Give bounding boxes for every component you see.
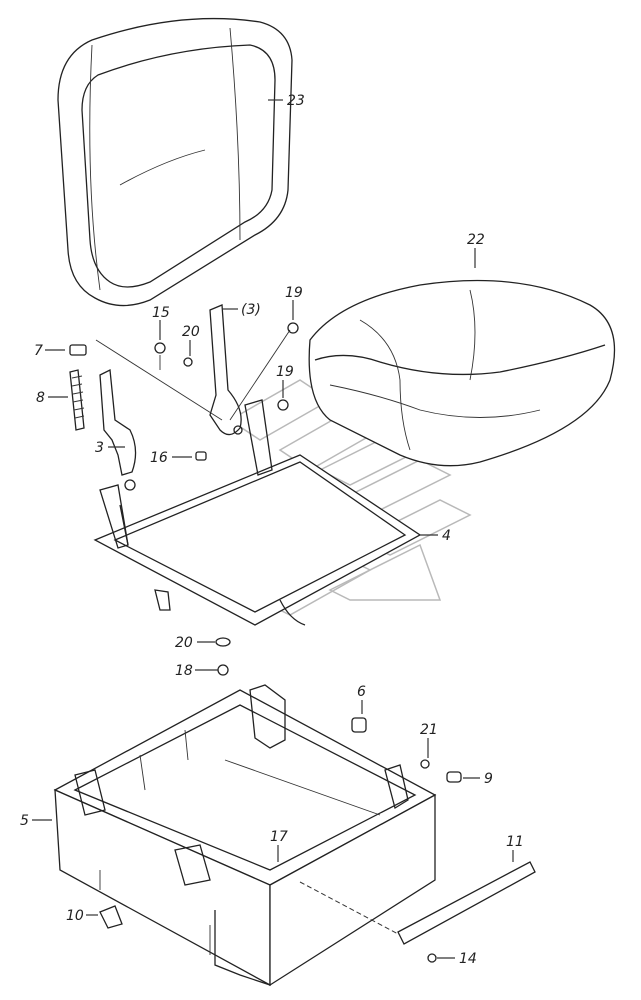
seat-cushion <box>308 279 616 467</box>
leader-lines <box>32 99 514 959</box>
callout-17: 17 <box>270 829 288 845</box>
seat-base-box <box>53 684 437 987</box>
callout-10: 10 <box>66 908 84 924</box>
callout-3: 3 <box>95 440 104 456</box>
callout-21: 21 <box>420 722 438 738</box>
callout-8: 8 <box>36 390 45 406</box>
adjust-lever <box>99 304 243 491</box>
callout-labels: 23 22 15 (3) 19 20 7 8 19 3 16 4 20 18 6… <box>20 93 524 967</box>
callout-3-paren: (3) <box>241 302 261 318</box>
callout-16: 16 <box>150 450 168 466</box>
hardware <box>69 322 462 963</box>
callout-9: 9 <box>484 771 493 787</box>
callout-22: 22 <box>467 232 485 248</box>
assembly-lines <box>95 329 401 936</box>
callout-14: 14 <box>459 951 477 967</box>
callout-5: 5 <box>20 813 29 829</box>
callout-18: 18 <box>175 663 193 679</box>
callout-19-mid: 19 <box>276 364 294 380</box>
callout-6: 6 <box>357 684 366 700</box>
callout-11: 11 <box>506 834 524 850</box>
seat-frame <box>93 399 422 626</box>
callout-4: 4 <box>442 528 451 544</box>
callout-7: 7 <box>34 343 43 359</box>
callout-15: 15 <box>152 305 170 321</box>
callout-20-bottom: 20 <box>175 635 193 651</box>
spring <box>69 369 85 431</box>
backrest-cushion <box>57 17 293 307</box>
callout-19-top: 19 <box>285 285 303 301</box>
callout-20-top: 20 <box>182 324 200 340</box>
callout-23: 23 <box>287 93 305 109</box>
rod <box>397 861 536 945</box>
